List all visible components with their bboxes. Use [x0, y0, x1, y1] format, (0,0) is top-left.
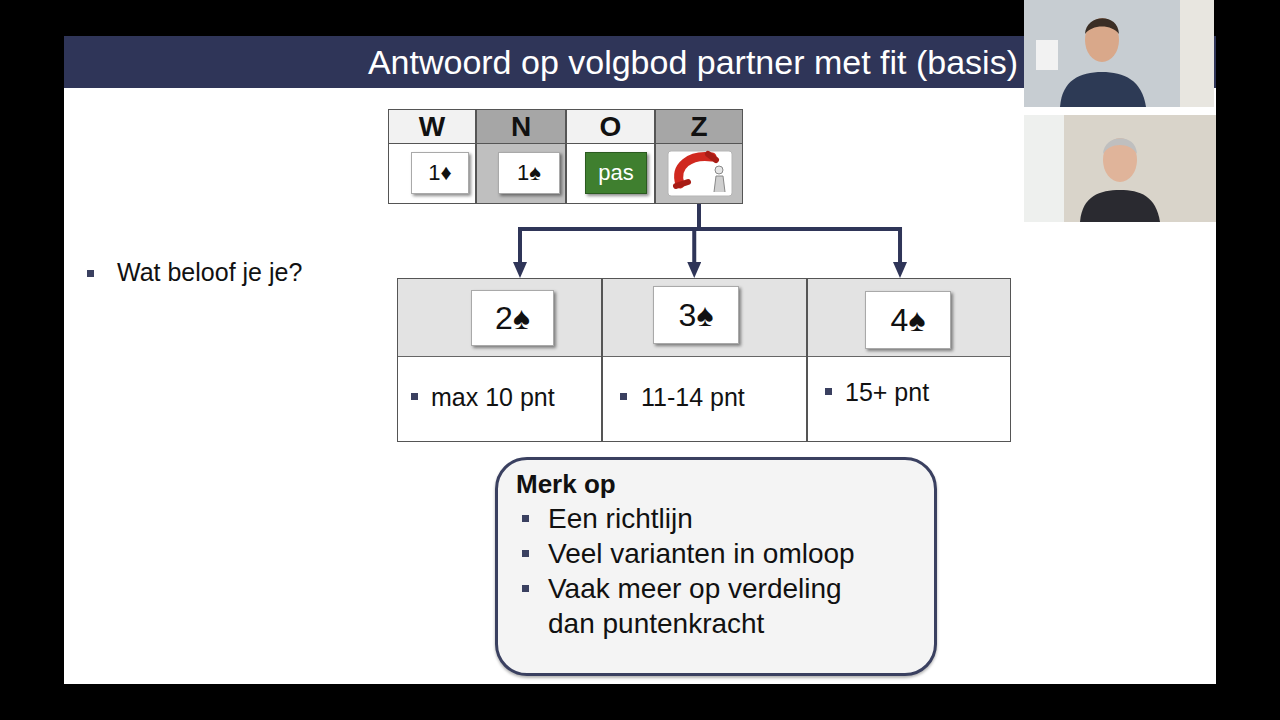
- note-row: Merk op: [498, 467, 934, 501]
- seat-label: Z: [656, 110, 742, 144]
- note-row: Een richtlijn: [498, 501, 934, 536]
- branch-arrow: [520, 204, 699, 270]
- branch-arrow: [699, 204, 900, 270]
- seat-label: O: [567, 110, 654, 144]
- webcam-person: [1080, 190, 1160, 222]
- webcam-frame: [1024, 0, 1214, 107]
- bid-text: 1♠: [517, 160, 541, 186]
- webcam-wall: [1180, 0, 1214, 107]
- bid-text: pas: [598, 160, 633, 186]
- webcam-top: [1024, 0, 1214, 107]
- webcam-frame: [1024, 115, 1216, 222]
- response-option: 11-14 pnt 3♠: [602, 278, 807, 442]
- bid-text: 2♠: [495, 300, 530, 337]
- auction-column: W 1♦: [388, 109, 476, 204]
- bid-card: 3♠: [653, 286, 739, 344]
- branch-arrow: [694, 204, 699, 270]
- bid-card: 1♦: [411, 152, 469, 194]
- webcam-person: [1103, 138, 1137, 154]
- note-row: Veel varianten in omloop: [498, 536, 934, 571]
- seat-label: W: [389, 110, 475, 144]
- slide-area: [64, 36, 1216, 684]
- question-text: Wat beloof je je?: [117, 258, 302, 287]
- bid-text: 4♠: [891, 302, 926, 339]
- auction-column: Z: [655, 109, 743, 204]
- bullet-mark: [620, 393, 627, 400]
- webcam-person: [1085, 18, 1119, 34]
- pass-card: pas: [585, 152, 647, 194]
- slide-title: Antwoord op volgbod partner met fit (bas…: [64, 36, 1018, 88]
- points-range: 15+ pnt: [845, 378, 929, 407]
- note-row: Vaak meer op verdeling dan puntenkracht: [498, 571, 934, 641]
- bullet-mark: [87, 270, 94, 277]
- note-item: Vaak meer op verdeling dan puntenkracht: [548, 571, 893, 641]
- points-range: 11-14 pnt: [641, 383, 745, 412]
- response-option: 15+ pnt 4♠: [807, 278, 1011, 442]
- bid-card: 1♠: [498, 152, 560, 194]
- bid-card: 4♠: [865, 291, 951, 349]
- bid-text: 1♦: [428, 160, 451, 186]
- bid-text: 3♠: [679, 297, 714, 334]
- webcam-bottom: [1024, 115, 1216, 222]
- bullet-mark: [522, 515, 529, 522]
- bullet-mark: [522, 550, 529, 557]
- webcam-person: [1060, 72, 1146, 107]
- note-heading: Merk op: [516, 467, 861, 501]
- bid-card: 2♠: [471, 290, 554, 346]
- note-item: Veel varianten in omloop: [548, 536, 893, 571]
- note-item: Een richtlijn: [548, 501, 893, 536]
- webcam-person: [1085, 18, 1119, 62]
- auction-column: N 1♠: [476, 109, 566, 204]
- points-range: max 10 pnt: [431, 383, 555, 412]
- webcam-window: [1024, 115, 1064, 222]
- webcam-person: [1103, 138, 1137, 182]
- note-callout: Merk opEen richtlijnVeel varianten in om…: [495, 457, 937, 676]
- bullet-mark: [411, 393, 418, 400]
- seat-label: N: [477, 110, 565, 144]
- response-option: max 10 pnt 2♠: [397, 278, 602, 442]
- bullet-mark: [522, 585, 529, 592]
- webcam-window: [1036, 40, 1058, 70]
- bullet-mark: [825, 388, 832, 395]
- auction-column: Opas: [566, 109, 655, 204]
